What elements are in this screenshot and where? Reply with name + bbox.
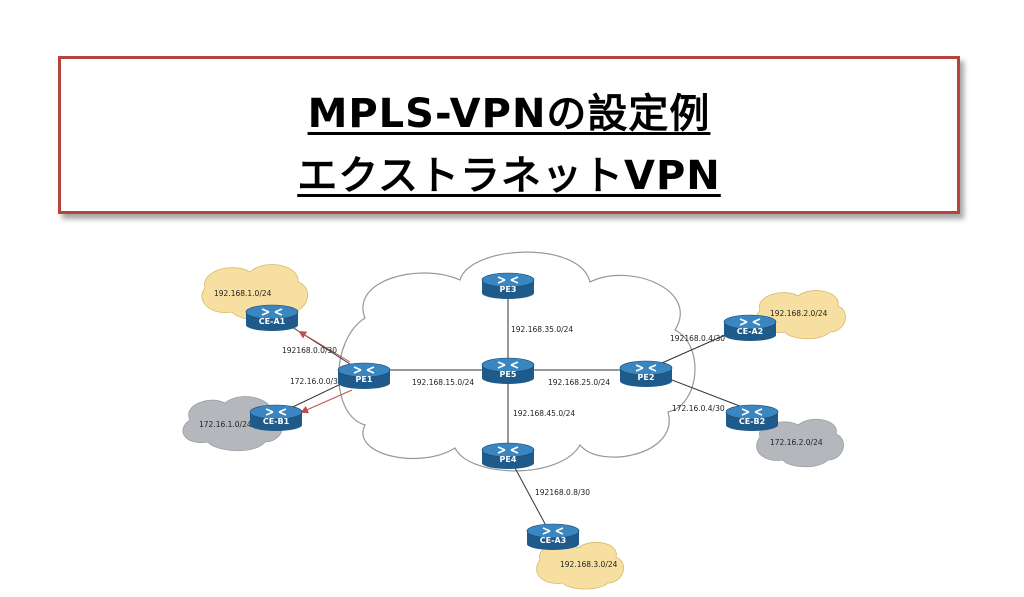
link-label-pe5-pe4: 192.168.45.0/24 [513, 409, 575, 418]
router-pe2[interactable]: PE2 [619, 360, 673, 387]
router-base [338, 377, 390, 389]
site-label-a2: 192.168.2.0/24 [770, 309, 828, 318]
router-pe5[interactable]: PE5 [481, 357, 535, 384]
router-arrows-icon [741, 408, 763, 416]
router-label: CE-A1 [259, 317, 286, 326]
title-line-1: MPLS-VPNの設定例 [307, 91, 711, 137]
router-pe1[interactable]: PE1 [337, 362, 391, 389]
router-label: PE1 [356, 375, 373, 384]
router-base [527, 538, 579, 550]
site-label-a1: 192.168.1.0/24 [214, 289, 272, 298]
site-labels: 192.168.1.0/24 172.16.1.0/24 192.168.2.0… [199, 289, 828, 569]
router-label: PE5 [500, 370, 517, 379]
router-label: PE4 [500, 455, 517, 464]
router-pe4[interactable]: PE4 [481, 442, 535, 469]
link-label-pe2-ceb2: 172.16.0.4/30 [672, 404, 725, 413]
router-pe3[interactable]: PE3 [481, 272, 535, 299]
router-ce-a2[interactable]: CE-A2 [723, 314, 777, 341]
router-base [250, 419, 302, 431]
site-cloud-a2 [756, 290, 846, 340]
router-base [726, 419, 778, 431]
router-arrows-icon [739, 318, 761, 326]
link-label-pe2-cea2: 192168.0.4/30 [670, 334, 725, 343]
site-label-b1: 172.16.1.0/24 [199, 420, 252, 429]
title-line-2: エクストラネットVPN [297, 153, 721, 199]
link-label-pe3-pe5: 192.168.35.0/24 [511, 325, 573, 334]
router-top [249, 404, 303, 420]
routers: PE3 PE5 PE4 PE1 PE2 CE-A1 CE-B1 CE-A2 CE… [245, 272, 779, 550]
site-label-b2: 172.16.2.0/24 [770, 438, 823, 447]
router-top [245, 304, 299, 320]
link-label-pe1-ceb1: 172.16.0.0/30 [290, 377, 343, 386]
router-label: CE-B2 [739, 417, 765, 426]
router-base [482, 287, 534, 299]
router-ce-a1[interactable]: CE-A1 [245, 304, 299, 331]
router-ce-a3[interactable]: CE-A3 [526, 523, 580, 550]
router-top [337, 362, 391, 378]
router-top [481, 357, 535, 373]
router-arrows-icon [353, 366, 375, 374]
route-arrow-a1 [298, 330, 351, 363]
router-label: CE-B1 [263, 417, 290, 426]
router-arrows-icon [261, 308, 283, 316]
title-box: MPLS-VPNの設定例 エクストラネットVPN [58, 56, 960, 214]
router-base [482, 457, 534, 469]
router-base [620, 375, 672, 387]
router-label: CE-A3 [540, 536, 566, 545]
router-label: PE2 [638, 373, 655, 382]
link-label-pe1-pe5: 192.168.15.0/24 [412, 378, 474, 387]
router-base [246, 319, 298, 331]
link-label-pe5-pe2: 192.168.25.0/24 [548, 378, 610, 387]
link-label-pe4-cea3: 192168.0.8/30 [535, 488, 590, 497]
router-top [725, 404, 779, 420]
router-arrows-icon [635, 364, 657, 372]
router-top [619, 360, 673, 376]
router-base [724, 329, 776, 341]
router-label: PE3 [500, 285, 517, 294]
route-arrow-b1 [300, 389, 353, 414]
router-arrows-icon [265, 408, 287, 416]
site-label-a3: 192.168.3.0/24 [560, 560, 618, 569]
router-arrows-icon [497, 276, 519, 284]
router-ce-b2[interactable]: CE-B2 [725, 404, 779, 431]
router-top [723, 314, 777, 330]
link-label-pe1-cea1: 192168.0.0/30 [282, 346, 337, 355]
site-cloud-b2 [756, 418, 844, 468]
router-top [526, 523, 580, 539]
router-top [481, 442, 535, 458]
router-arrows-icon [542, 527, 564, 535]
link-labels: 192168.0.0/30 172.16.0.0/30 192.168.15.0… [282, 325, 725, 497]
router-label: CE-A2 [737, 327, 763, 336]
router-top [481, 272, 535, 288]
router-arrows-icon [497, 446, 519, 454]
router-base [482, 372, 534, 384]
router-arrows-icon [497, 361, 519, 369]
router-ce-b1[interactable]: CE-B1 [249, 404, 303, 431]
